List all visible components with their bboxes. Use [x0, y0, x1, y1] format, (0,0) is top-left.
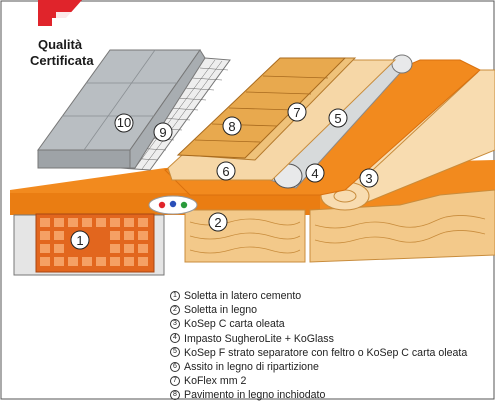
legend-item: 7 KoFlex mm 2: [170, 374, 490, 388]
svg-text:7: 7: [293, 105, 300, 120]
legend-item: 5 KoSep F strato separatore con feltro o …: [170, 346, 490, 360]
callout-8: 8: [222, 116, 242, 136]
parquet-layer: [176, 57, 347, 159]
legend-text: Assito in legno di ripartizione: [184, 360, 319, 373]
legend-number: 7: [170, 375, 180, 386]
legend-item: 1 Soletta in latero cemento: [170, 289, 490, 303]
legend-item: 8 Pavimento in legno inchiodato: [170, 388, 490, 402]
brand-logo-icon: [38, 0, 82, 30]
callout-6: 6: [216, 161, 236, 181]
callout-9: 9: [153, 122, 173, 142]
svg-text:3: 3: [365, 171, 372, 186]
svg-text:4: 4: [311, 166, 318, 181]
legend-item: 3 KoSep C carta oleata: [170, 317, 490, 331]
brick-hollow: [35, 213, 155, 273]
wood-beam-left: [184, 209, 306, 263]
svg-text:8: 8: [228, 119, 235, 134]
legend-text: KoSep C carta oleata: [184, 318, 285, 331]
svg-text:1: 1: [76, 233, 83, 248]
layer-legend: 1 Soletta in latero cemento 2 Soletta in l…: [170, 289, 490, 403]
callout-3: 3: [359, 168, 379, 188]
legend-item: 2 Soletta in legno: [170, 303, 490, 317]
brand-line-2: Certificata: [30, 53, 94, 68]
legend-number: 4: [170, 333, 180, 344]
pipes-icon: [148, 195, 198, 215]
legend-number: 3: [170, 318, 180, 329]
callout-7: 7: [287, 102, 307, 122]
callout-1: 1: [70, 230, 90, 250]
legend-text: KoSep F strato separatore con feltro o K…: [184, 346, 468, 359]
legend-number: 5: [170, 347, 180, 358]
legend-text: Pavimento in legno inchiodato: [184, 389, 326, 402]
callout-2: 2: [208, 212, 228, 232]
legend-item: 4 Impasto SugheroLite + KoGlass: [170, 332, 490, 346]
svg-text:6: 6: [222, 164, 229, 179]
callout-5: 5: [328, 108, 348, 128]
legend-text: Soletta in latero cemento: [184, 290, 302, 302]
callout-4: 4: [305, 163, 325, 183]
callout-10: 10: [114, 113, 134, 133]
legend-number: 2: [170, 304, 180, 315]
legend-number: 6: [170, 361, 180, 372]
brand-line-1: Qualità: [38, 37, 83, 52]
legend-text: Impasto SugheroLite + KoGlass: [184, 332, 334, 345]
svg-text:9: 9: [159, 125, 166, 140]
legend-number: 1: [170, 290, 180, 301]
tiles-layer: [37, 49, 206, 169]
svg-text:2: 2: [214, 215, 221, 230]
legend-number: 8: [170, 389, 180, 400]
svg-text:10: 10: [117, 115, 131, 130]
legend-text: KoFlex mm 2: [184, 375, 247, 388]
legend-text: Soletta in legno: [184, 304, 258, 317]
legend-item: 6 Assito in legno di ripartizione: [170, 360, 490, 374]
svg-text:5: 5: [334, 111, 341, 126]
brick-cells: [40, 218, 148, 266]
